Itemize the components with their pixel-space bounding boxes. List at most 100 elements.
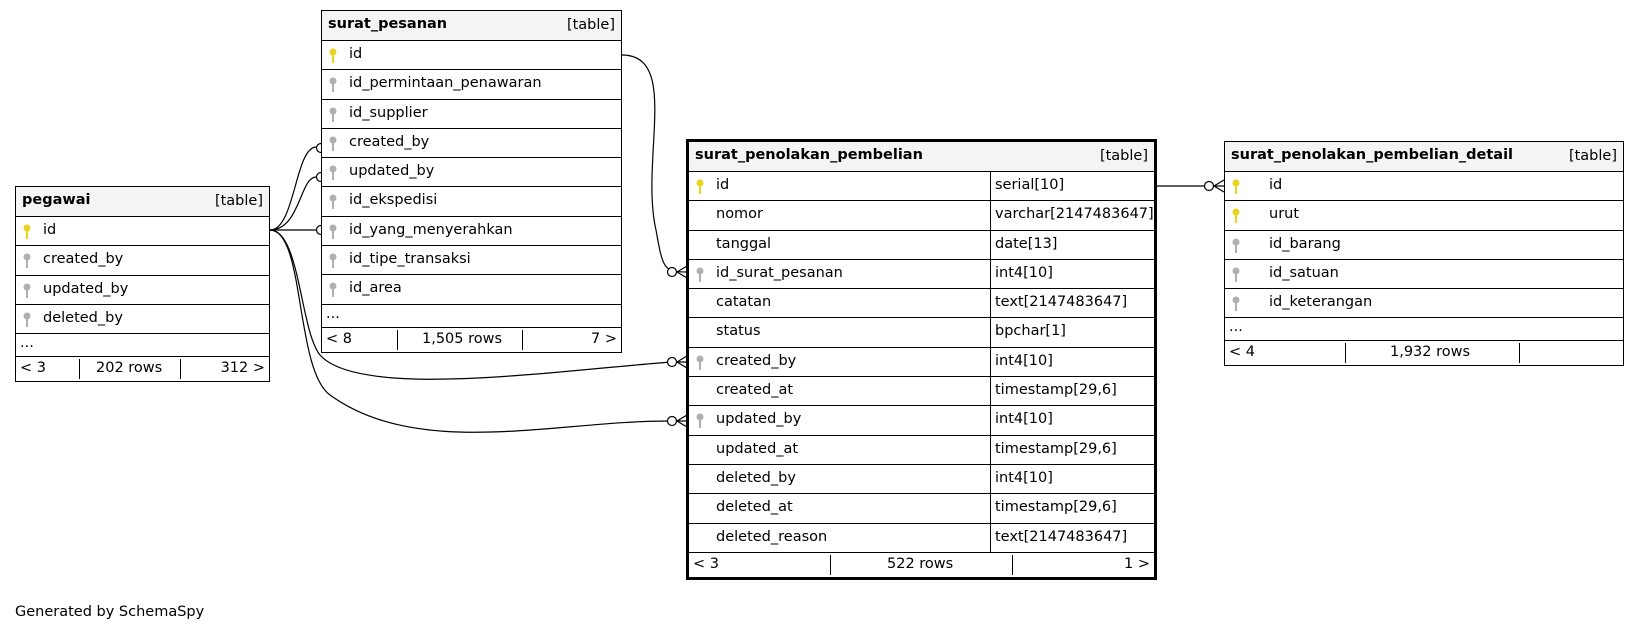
column-row: deleted_by int4[10] (689, 464, 1154, 495)
column-name: deleted_at (716, 499, 793, 516)
table-pegawai[interactable]: pegawai [table] id created_by updated_by… (15, 186, 270, 383)
children-link[interactable]: 1 > (1124, 555, 1150, 572)
table-surat_penolakan_pembelian_detail[interactable]: surat_penolakan_pembelian_detail [table]… (1224, 141, 1624, 367)
column-name: nomor (716, 206, 764, 223)
column-name: updated_at (716, 440, 799, 457)
column-row: created_by int4[10] (689, 347, 1154, 378)
column-type: varchar[2147483647] (995, 206, 1154, 223)
column-name: id (1269, 177, 1283, 193)
more-columns: ... (16, 334, 269, 358)
parents-link[interactable]: < 3 (693, 555, 719, 572)
column-row: id_ekspedisi (322, 187, 621, 217)
column-row: updated_by int4[10] (689, 406, 1154, 436)
primary-key-icon (695, 179, 705, 195)
column-row: tanggal date[13] (689, 230, 1154, 260)
table-surat_pesanan[interactable]: surat_pesanan [table] id id_permintaan_p… (321, 10, 622, 353)
column-type: bpchar[1] (995, 323, 1066, 340)
column-name: id_tipe_transaksi (349, 251, 471, 268)
foreign-key-icon (1231, 296, 1241, 312)
column-name: deleted_by (43, 309, 123, 326)
foreign-key-icon (695, 267, 705, 283)
relationship-pegawai-surat_pesanan-updated_by (269, 175, 339, 231)
column-type: timestamp[29,6] (995, 382, 1117, 399)
foreign-key-icon (328, 107, 338, 123)
row-count: 1,932 rows (1390, 344, 1471, 361)
parents-link[interactable]: < 4 (1229, 344, 1255, 361)
column-type: text[2147483647] (995, 294, 1128, 311)
children-link[interactable]: 312 > (220, 360, 265, 377)
relationship-pegawai-surat_pesanan-created_by (269, 146, 338, 231)
table-footer: < 4 1,932 rows (1225, 341, 1623, 365)
column-name: id (716, 177, 730, 193)
foreign-key-icon (328, 282, 338, 298)
column-name: catatan (716, 294, 772, 311)
table-kind: [table] (566, 17, 615, 33)
table-surat_penolakan_pembelian[interactable]: surat_penolakan_pembelian [table] id ser… (686, 139, 1157, 580)
column-name: created_by (716, 352, 797, 369)
relationship-surat_pesanan-spp (621, 54, 689, 273)
parents-link[interactable]: < 3 (20, 360, 46, 377)
column-type: serial[10] (995, 177, 1065, 193)
row-count: 522 rows (887, 555, 954, 572)
table-kind: [table] (214, 193, 263, 209)
column-row: id (1225, 172, 1623, 202)
column-type: int4[10] (995, 264, 1053, 281)
column-row: updated_at timestamp[29,6] (689, 435, 1154, 465)
column-row: updated_by (16, 276, 269, 305)
row-count: 1,505 rows (422, 330, 503, 347)
column-row: id_supplier (322, 100, 621, 129)
table-name: pegawai (22, 192, 91, 208)
column-name: id_permintaan_penawaran (349, 75, 542, 92)
column-name: id_ekspedisi (349, 192, 438, 209)
generated-by-label: Generated by SchemaSpy (15, 604, 205, 620)
children-link[interactable]: 7 > (591, 330, 617, 347)
column-row: id_satuan (1225, 260, 1623, 290)
column-type: date[13] (995, 235, 1058, 252)
column-row: created_at timestamp[29,6] (689, 377, 1154, 407)
column-name: id_area (349, 280, 402, 297)
column-type: int4[10] (995, 411, 1053, 428)
table-name: surat_penolakan_pembelian (695, 147, 923, 163)
foreign-key-icon (328, 253, 338, 269)
column-name: tanggal (716, 235, 772, 252)
column-name: id_satuan (1269, 264, 1339, 281)
foreign-key-icon (22, 253, 32, 269)
more-ellipsis: ... (20, 335, 34, 352)
more-columns: ... (322, 305, 621, 328)
foreign-key-icon (328, 165, 338, 181)
table-footer: < 8 1,505 rows 7 > (322, 328, 621, 352)
column-row: nomor varchar[2147483647] (689, 201, 1154, 231)
column-name: urut (1269, 206, 1300, 223)
relationship-pegawai-spp-created_by (269, 229, 688, 380)
column-name: updated_by (349, 163, 435, 180)
column-row: id (322, 41, 621, 71)
column-name: updated_by (43, 280, 129, 297)
primary-key-icon (1231, 208, 1241, 224)
foreign-key-icon (328, 136, 338, 152)
column-row: created_by (16, 246, 269, 276)
column-name: updated_by (716, 411, 802, 428)
parents-link[interactable]: < 8 (326, 330, 352, 347)
table-footer: < 3 202 rows 312 > (16, 357, 269, 381)
column-name: id (349, 46, 363, 62)
table-footer: < 3 522 rows 1 > (689, 553, 1154, 577)
foreign-key-icon (22, 312, 32, 328)
table-header: surat_pesanan [table] (322, 11, 621, 41)
table-name: surat_pesanan (328, 16, 448, 32)
column-name: deleted_reason (716, 528, 828, 545)
primary-key-icon (1231, 179, 1241, 195)
column-row: id_keterangan (1225, 289, 1623, 319)
more-columns: ... (1225, 318, 1623, 342)
foreign-key-icon (1231, 267, 1241, 283)
column-type: timestamp[29,6] (995, 440, 1117, 457)
column-row: id_barang (1225, 231, 1623, 260)
column-name: id_surat_pesanan (716, 264, 843, 281)
table-header: surat_penolakan_pembelian [table] (689, 142, 1154, 172)
column-row: created_by (322, 129, 621, 159)
column-type: int4[10] (995, 469, 1053, 486)
relationship-pegawai-spp-updated_by (269, 229, 688, 433)
foreign-key-icon (1231, 238, 1241, 254)
column-name: status (716, 323, 761, 340)
column-row: id serial[10] (689, 172, 1154, 202)
foreign-key-icon (328, 194, 338, 210)
